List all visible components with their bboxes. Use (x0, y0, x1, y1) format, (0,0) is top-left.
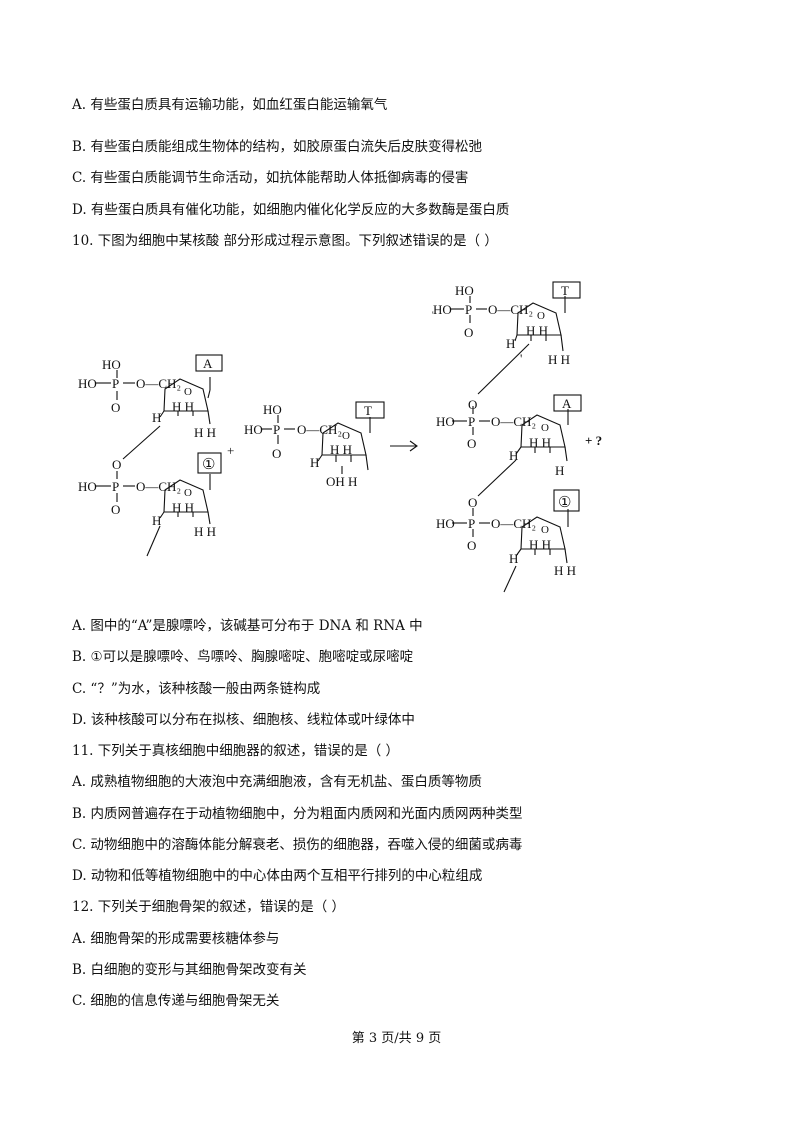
svg-text:OH H: OH H (326, 474, 357, 489)
svg-text:O: O (112, 457, 121, 472)
svg-text:O—CH₂: O—CH₂ (488, 302, 533, 317)
svg-text:HO: HO (78, 376, 97, 391)
svg-text:H: H (506, 336, 515, 351)
svg-text:H H: H H (529, 435, 551, 450)
svg-text:H H: H H (194, 524, 216, 539)
option-10c: C. “？”为水，该种核酸一般由两条链构成 (72, 681, 321, 697)
svg-text:O: O (541, 422, 549, 434)
svg-text:H H: H H (548, 352, 570, 367)
svg-text:H: H (310, 455, 319, 470)
option-9a: A. 有些蛋白质具有运输功能，如血红蛋白能运输氧气 (72, 97, 388, 113)
svg-text:H H: H H (526, 323, 548, 338)
option-11c: C. 动物细胞中的溶酶体能分解衰老、损伤的细胞器，吞噬入侵的细菌或病毒 (72, 837, 523, 853)
svg-text:T: T (561, 283, 569, 298)
svg-text:HO: HO (263, 402, 282, 417)
svg-text:O: O (537, 310, 545, 322)
svg-text:O: O (111, 502, 120, 517)
svg-text:': ' (520, 351, 522, 366)
svg-text:O: O (467, 538, 476, 553)
svg-text:HO: HO (455, 283, 474, 298)
svg-text:P: P (465, 302, 472, 317)
svg-text:HO: HO (78, 479, 97, 494)
option-9c: C. 有些蛋白质能调节生命活动，如抗体能帮助人体抵御病毒的侵害 (72, 170, 469, 186)
svg-text:HO: HO (244, 422, 263, 437)
option-11d: D. 动物和低等植物细胞中的中心体由两个互相平行排列的中心粒组成 (72, 868, 483, 884)
svg-text:P: P (273, 422, 280, 437)
option-9b: B. 有些蛋白质能组成生物体的结构，如胶原蛋白流失后皮肤变得松弛 (72, 139, 483, 155)
option-12a: A. 细胞骨架的形成需要核糖体参与 (72, 931, 280, 947)
svg-text:O—CH₂: O—CH₂ (491, 414, 536, 429)
svg-text:HO: HO (102, 357, 121, 372)
svg-text:HO: HO (436, 414, 455, 429)
svg-text:H H: H H (194, 425, 216, 440)
question-11-stem: 11. 下列关于真核细胞中细胞器的叙述，错误的是（ ） (72, 743, 400, 759)
svg-text:①: ① (202, 457, 215, 473)
svg-text:HO: HO (433, 302, 452, 317)
svg-text:HO: HO (436, 516, 455, 531)
option-11b: B. 内质网普遍存在于动植物细胞中，分为粗面内质网和光面内质网两种类型 (72, 806, 523, 822)
svg-text:O—CH₂: O—CH₂ (136, 376, 181, 391)
svg-text:O: O (467, 436, 476, 451)
svg-text:H: H (555, 463, 564, 478)
svg-text:O: O (464, 325, 473, 340)
svg-text:P: P (468, 414, 475, 429)
nucleic-acid-diagram: HO HO P O O—CH₂ O H H H H H A O HO P O O… (78, 281, 602, 593)
option-12c: C. 细胞的信息传递与细胞骨架无关 (72, 993, 280, 1009)
svg-text:T: T (364, 403, 372, 418)
svg-text:O: O (111, 400, 120, 415)
svg-text:+ ?: + ? (585, 433, 602, 448)
svg-text:O: O (468, 397, 477, 412)
page-footer: 第 3 页/共 9 页 (351, 1031, 442, 1046)
svg-text:①: ① (558, 495, 571, 511)
option-9d: D. 有些蛋白质具有催化功能，如细胞内催化化学反应的大多数酶是蛋白质 (72, 202, 510, 218)
svg-text:A: A (562, 396, 572, 411)
svg-text:H H: H H (529, 537, 551, 552)
svg-text:H H: H H (330, 442, 352, 457)
svg-text:H: H (509, 551, 518, 566)
option-11a: A. 成熟植物细胞的大液泡中充满细胞液，含有无机盐、蛋白质等物质 (72, 774, 482, 790)
svg-text:H: H (152, 410, 161, 425)
svg-text:': ' (432, 310, 434, 320)
svg-text:A: A (203, 356, 213, 371)
svg-text:O: O (541, 524, 549, 536)
option-12b: B. 白细胞的变形与其细胞骨架改变有关 (72, 962, 307, 978)
svg-text:H: H (509, 448, 518, 463)
svg-text:O: O (272, 446, 281, 461)
svg-text:O: O (468, 495, 477, 510)
svg-text:H H: H H (172, 500, 194, 515)
question-12-stem: 12. 下列关于细胞骨架的叙述，错误的是（ ） (72, 899, 346, 915)
option-10b: B. ①可以是腺嘌呤、鸟嘌呤、胸腺嘧啶、胞嘧啶或尿嘧啶 (72, 649, 414, 665)
option-10a: A. 图中的“A”是腺嘌呤，该碱基可分布于 DNA 和 RNA 中 (72, 618, 423, 634)
svg-text:P: P (468, 516, 475, 531)
svg-text:H: H (152, 513, 161, 528)
question-10-stem: 10. 下图为细胞中某核酸 部分形成过程示意图。下列叙述错误的是（ ） (72, 233, 498, 249)
svg-text:O: O (342, 430, 350, 442)
svg-text:O—CH₂: O—CH₂ (491, 516, 536, 531)
svg-text:H H: H H (554, 563, 576, 578)
svg-text:O: O (184, 487, 192, 499)
svg-text:P: P (112, 376, 119, 391)
svg-text:O—CH₂: O—CH₂ (297, 422, 342, 437)
svg-text:+: + (227, 443, 234, 458)
svg-text:O: O (184, 386, 192, 398)
svg-text:H H: H H (172, 399, 194, 414)
option-10d: D. 该种核酸可以分布在拟核、细胞核、线粒体或叶绿体中 (72, 712, 415, 728)
svg-text:P: P (112, 479, 119, 494)
svg-text:O—CH₂: O—CH₂ (136, 479, 181, 494)
